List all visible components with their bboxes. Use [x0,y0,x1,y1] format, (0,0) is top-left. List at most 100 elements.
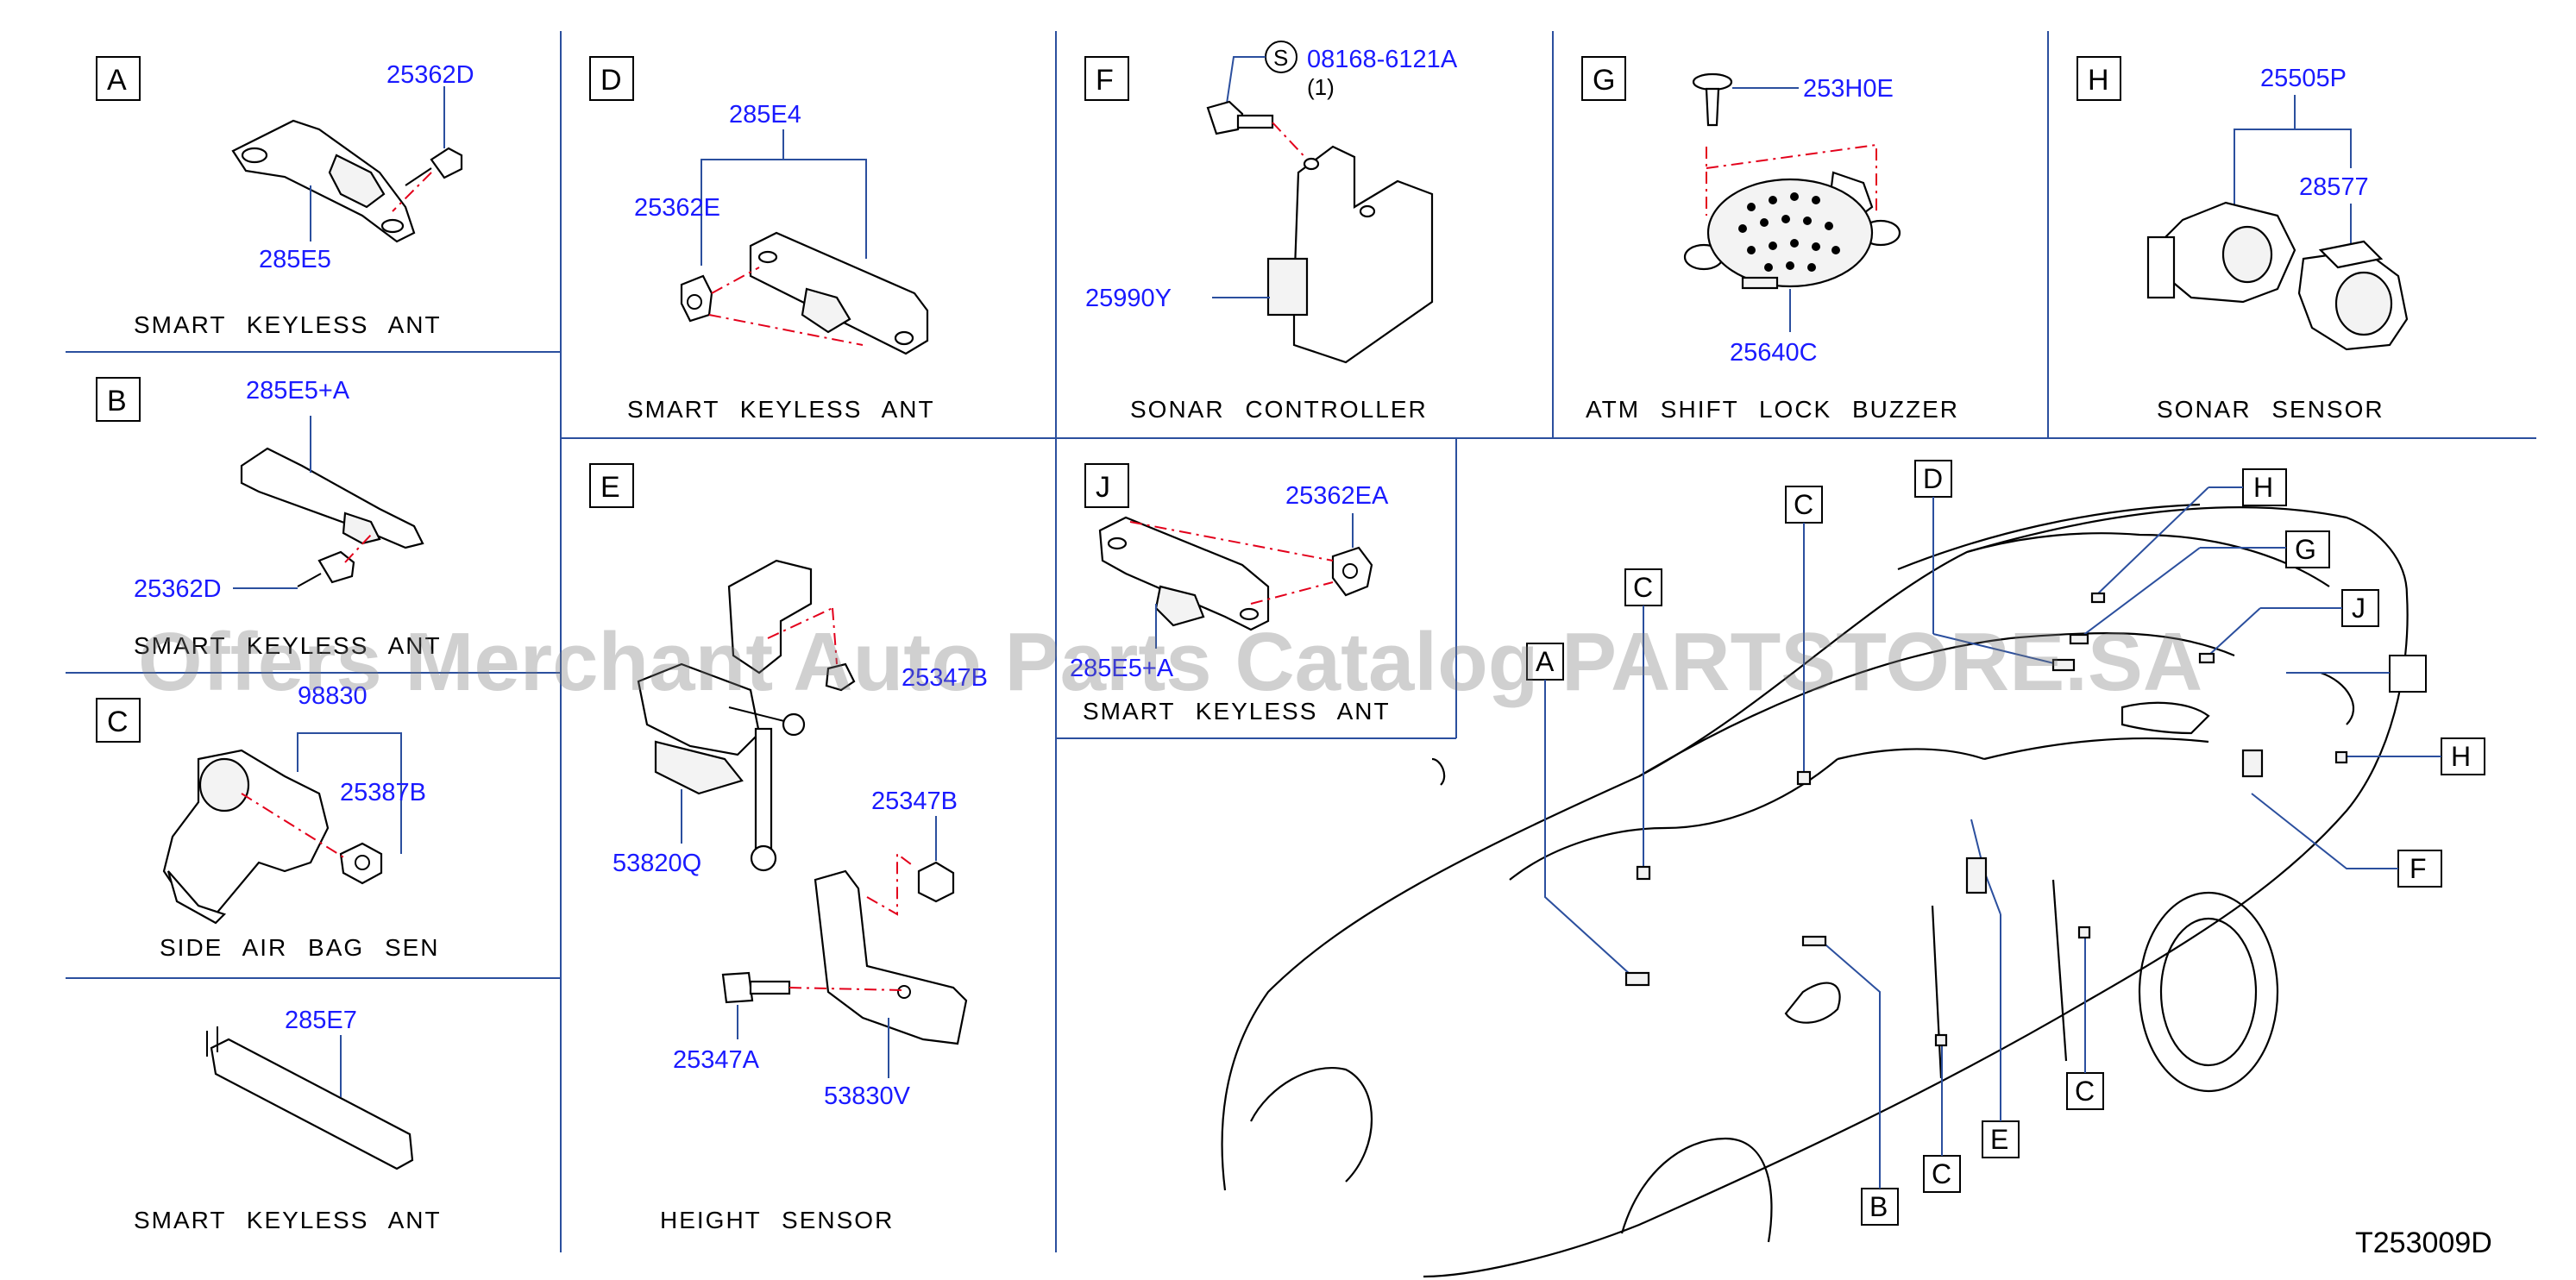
part-number[interactable]: 25362D [386,61,474,89]
car-callouts: C C D H G J A [1526,460,2485,1226]
panel-key-box [96,56,141,101]
panel-c: C 98830 25387B SIDE AIR BAG SEN [96,682,440,961]
standard-part-symbol-letter: S [1273,45,1288,71]
panel-j: J 25362EA 285E5+A SMART KEYLESS ANT [1070,463,1391,725]
car-callout-label[interactable]: A [1536,646,1555,677]
keyless-antenna-illustration [1098,516,1270,631]
bolt-illustration [297,550,355,587]
sonar-sensor-illustration [2146,201,2296,304]
bolt-illustration [721,971,791,1004]
vehicle-overview: C C D H G J A [1221,460,2485,1278]
panel-key-box [1084,463,1129,508]
panel-key: H [2088,64,2109,97]
panel-caption: SONAR CONTROLLER [1130,396,1428,423]
car-callout-label[interactable]: C [1794,489,1813,520]
panel-f: F S 08168-6121A (1) 25990Y SONAR CONTROL… [1084,41,1458,423]
part-number[interactable]: 25347B [871,787,958,815]
watermark-text: Offers Merchant Auto Parts Catalog PARTS… [138,616,2202,708]
part-number[interactable]: 53830V [824,1082,911,1110]
panel-caption: SMART KEYLESS ANT [1083,698,1391,725]
panel-key: D [600,64,622,97]
panel-a: A 25362D 285E5 SMART KEYLESS ANT [96,56,474,338]
panel-key-box [96,698,141,743]
car-body-outline [1221,503,2409,1278]
part-number[interactable]: 25362D [134,575,222,603]
car-callout-label[interactable]: E [1990,1124,2008,1155]
car-callout-label[interactable]: H [2253,472,2273,503]
car-callout-label[interactable]: C [2075,1076,2095,1107]
part-number[interactable]: 25505P [2260,65,2347,92]
car-callout-label[interactable]: F [2410,853,2427,884]
part-location-markers [1624,592,2348,1047]
part-number[interactable]: 253H0E [1803,75,1894,103]
nut-illustration [339,842,383,885]
panel-h: H 25505P 28577 SONAR SENSOR [2077,56,2409,423]
part-number[interactable]: 53820Q [613,850,701,877]
part-number-obscured[interactable]: 25347B [902,664,988,692]
panel-key-box [96,377,141,422]
car-callout-label[interactable]: H [2451,741,2471,772]
part-number[interactable]: 25640C [1730,339,1818,367]
panel-key: J [1096,471,1110,504]
panel-caption: SONAR SENSOR [2157,396,2384,423]
clip-illustration [680,274,713,323]
sonar-controller-illustration [1266,145,1434,364]
height-sensor-illustration [637,559,813,872]
panel-key-box [2077,56,2121,101]
clip-illustration [1692,72,1733,127]
part-number[interactable]: 285E5+A [1070,655,1174,682]
part-number[interactable]: 25362EA [1285,482,1389,510]
panel-caption: SMART KEYLESS ANT [134,1207,442,1233]
nut-illustration [917,861,955,903]
car-callout-label[interactable]: B [1869,1191,1888,1222]
car-callout-label[interactable]: C [1932,1158,1951,1189]
panel-caption: SMART KEYLESS ANT [134,632,442,659]
part-number[interactable]: 08168-6121A [1307,46,1458,73]
keyless-antenna-illustration [240,447,424,549]
car-callout-label[interactable]: J [2352,593,2366,624]
part-number[interactable]: 285E5+A [246,377,350,405]
part-number[interactable]: 28577 [2299,173,2369,201]
panel-keyless-ant-rod: 285E7 SMART KEYLESS ANT [134,1007,442,1233]
panel-caption: SMART KEYLESS ANT [134,311,442,338]
panel-caption: SIDE AIR BAG SEN [160,934,440,961]
car-callout-label[interactable]: G [2295,534,2316,565]
diagram-id: T253009D [2355,1227,2492,1259]
part-number[interactable]: 25387B [340,779,426,806]
panel-key: B [107,385,127,417]
panel-g: G 253H0E 25640C ATM SHIFT LOCK BUZZER [1581,56,1959,423]
keyless-antenna-rod-illustration [206,1026,414,1170]
part-number[interactable]: 285E5 [259,246,331,273]
panel-key-box [1581,56,1626,101]
buzzer-illustration [1683,171,1901,290]
panel-d: D 285E4 25362E SMART KEYLESS ANT [589,56,935,423]
sensor-holder-illustration [2297,240,2409,351]
part-number[interactable]: 25347A [673,1046,760,1074]
panel-key-box [589,463,634,508]
panel-caption: ATM SHIFT LOCK BUZZER [1586,396,1959,423]
panel-key: G [1593,64,1615,97]
clip-illustration [1331,546,1373,597]
panel-key-box [1084,56,1129,101]
bolt-illustration [1206,100,1274,135]
part-number[interactable]: 25362E [634,194,720,222]
panel-grid [66,31,2536,1252]
keyless-antenna-bracket-illustration [231,119,416,243]
car-callout-label[interactable]: D [1923,463,1943,494]
bracket-illustration [814,869,968,1045]
panel-caption: SMART KEYLESS ANT [627,396,935,423]
panel-b: B 285E5+A 25362D SMART KEYLESS ANT [96,377,442,659]
panel-key-box [589,56,634,101]
part-number[interactable]: 285E4 [729,101,801,129]
keyless-antenna-illustration [749,231,929,355]
part-number[interactable]: 98830 [298,682,368,710]
car-callout-label[interactable]: C [1633,572,1653,603]
part-number[interactable]: 285E7 [285,1007,357,1034]
bolt-illustration [405,147,463,186]
panel-caption: HEIGHT SENSOR [660,1207,894,1233]
part-number[interactable]: 25990Y [1085,285,1172,312]
bolt-illustration [825,662,856,692]
part-quantity: (1) [1307,74,1335,100]
panel-key: A [107,64,127,97]
